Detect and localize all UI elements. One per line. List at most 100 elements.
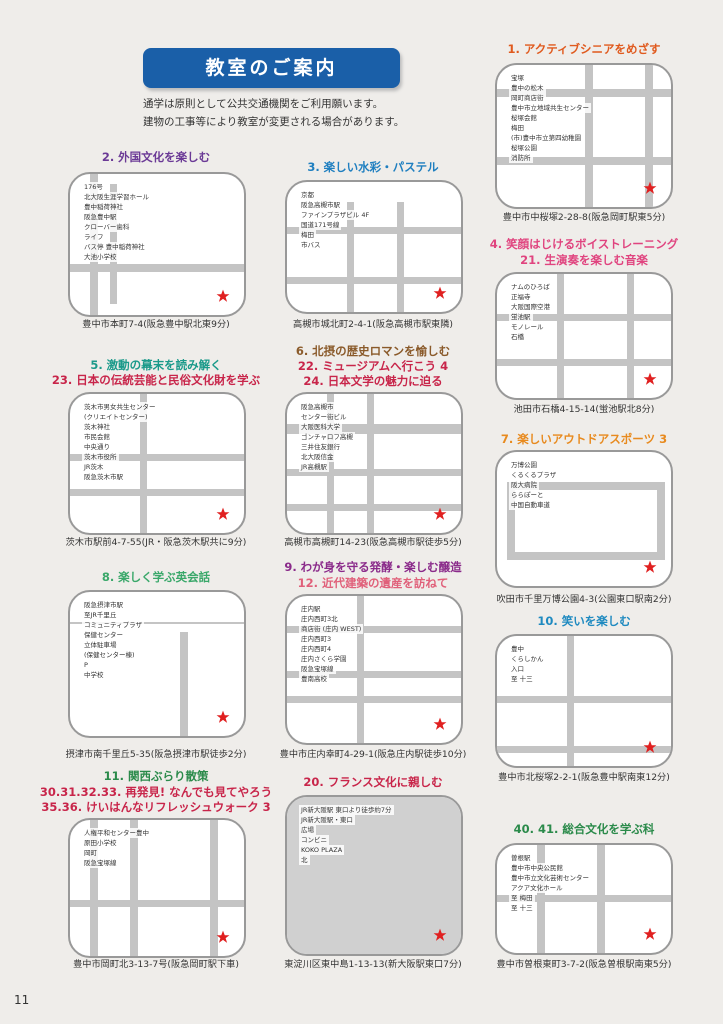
- map-road: [90, 820, 98, 956]
- map-label: JR新大阪駅 東口より徒歩約7分: [299, 805, 394, 815]
- location-star-icon: [643, 372, 657, 385]
- class-title: 9. わが身を守る発酵・楽しむ醸造: [284, 560, 462, 574]
- map-label: 176号: [82, 182, 105, 192]
- map-label: KOKO PLAZA: [299, 845, 345, 855]
- map-label: ららぽーと: [509, 490, 546, 500]
- map-road: [130, 820, 138, 956]
- map-label: モノレール: [509, 322, 546, 332]
- map-label: 正福寺: [509, 292, 533, 302]
- map-label: (クリエイトセンター): [82, 412, 150, 422]
- map-label: 庄内西町4: [299, 644, 334, 654]
- map-label: コミュニティプラザ: [82, 620, 145, 630]
- map-road: [180, 632, 188, 736]
- map-label: 豊中市中央公民館: [509, 863, 565, 873]
- map-label: 阪急豊中駅: [82, 212, 119, 222]
- location-map: 176号北大阪生涯学習ホール豊中稲荷神社阪急豊中駅クローバー歯科ライフバス停 豊…: [68, 172, 246, 317]
- map-label: 至 十三: [509, 674, 535, 684]
- map-road: [70, 900, 244, 907]
- map-labels: 阪急摂津市駅至JR千里丘コミュニティプラザ保健センター立体駐車場(保健センター棟…: [82, 600, 145, 680]
- map-label: 北大阪生涯学習ホール: [82, 192, 151, 202]
- location-star-icon: [433, 286, 447, 299]
- map-label: 大阪国際空港: [509, 302, 552, 312]
- class-title: 12. 近代建築の遺産を訪ねて: [297, 576, 449, 590]
- map-label: (市)豊中市立第四幼稚園: [509, 133, 584, 143]
- class-title: 2. 外国文化を楽しむ: [101, 150, 211, 164]
- map-label: くらしかん: [509, 654, 546, 664]
- class-address: 豊中市曽根東町3-7-2(阪急曽根駅南東5分): [496, 959, 672, 970]
- map-road: [627, 274, 634, 398]
- map-road: [70, 264, 244, 272]
- map-label: 宝塚: [509, 73, 526, 83]
- class-title: 11. 関西ぶらり散策: [103, 769, 209, 783]
- location-star-icon: [643, 560, 657, 573]
- location-map: 豊中くらしかん入口至 十三: [495, 634, 673, 768]
- map-label: JR新大阪駅・東口: [299, 815, 355, 825]
- map-label: 広場: [299, 825, 316, 835]
- map-label: コンビニ: [299, 835, 329, 845]
- map-road: [287, 277, 461, 284]
- map-label: 入口: [509, 664, 526, 674]
- map-road: [70, 622, 244, 624]
- map-label: 庄内西町3北: [299, 614, 340, 624]
- class-title: 10. 笑いを楽しむ: [537, 614, 631, 628]
- class-title: 5. 激動の幕末を読み解く: [90, 358, 222, 372]
- class-address: 豊中市北桜塚2-2-1(阪急豊中駅南東12分): [498, 772, 670, 783]
- map-label: ゴンチャロフ高槻: [299, 432, 355, 442]
- map-label: 中央通り: [82, 442, 112, 452]
- map-road: [497, 746, 671, 753]
- map-label: クローバー歯科: [82, 222, 132, 232]
- location-map: 宝塚豊中の松木岡町商店街豊中市立地域共生センター桜塚会館梅田(市)豊中市立第四幼…: [495, 63, 673, 209]
- map-road: [497, 157, 671, 165]
- map-label: 庄内さくら学園: [299, 654, 349, 664]
- class-title: 24. 日本文学の魅力に迫る: [303, 374, 443, 388]
- map-label: 中学校: [82, 670, 106, 680]
- map-label: 豊中の松木: [509, 83, 546, 93]
- map-label: 市バス: [299, 240, 323, 250]
- location-map: 阪急摂津市駅至JR千里丘コミュニティプラザ保健センター立体駐車場(保健センター棟…: [68, 590, 246, 738]
- class-address: 豊中市岡町北3-13-7号(阪急岡町駅下車): [73, 959, 239, 970]
- location-map: ナムのひろば正福寺大阪国際空港蛍池駅モノレール石橋: [495, 272, 673, 400]
- map-label: 至 梅田: [509, 893, 535, 903]
- map-label: 阪大病院: [509, 480, 539, 490]
- map-label: 梅田: [299, 230, 316, 240]
- map-label: 庄内西町3: [299, 634, 334, 644]
- map-road: [657, 482, 665, 560]
- map-label: 北: [299, 855, 310, 865]
- class-title: 1. アクティブシニアをめざす: [507, 42, 661, 56]
- map-label: 大池小学校: [82, 252, 119, 262]
- map-road: [507, 482, 515, 560]
- class-title: 40. 41. 総合文化を学ぶ科: [513, 822, 655, 836]
- map-road: [287, 671, 461, 678]
- map-road: [497, 895, 671, 902]
- map-label: 阪急高槻市: [299, 402, 336, 412]
- map-road: [287, 696, 461, 703]
- map-road: [210, 820, 218, 956]
- map-road: [645, 65, 653, 207]
- map-road: [567, 636, 574, 766]
- class-title: 7. 楽しいアウトドアスポーツ 3: [500, 432, 668, 446]
- map-road: [70, 489, 244, 496]
- map-label: 市民会館: [82, 432, 112, 442]
- class-address: 東淀川区東中島1-13-13(新大阪駅東口7分): [284, 959, 462, 970]
- map-label: JR高槻駅: [299, 462, 329, 472]
- class-title: 8. 楽しく学ぶ英会話: [101, 570, 211, 584]
- map-label: ファインプラザビル 4F: [299, 210, 372, 220]
- location-map: 万博公園くるくるプラザ阪大病院ららぽーと中国自動車道: [495, 450, 673, 588]
- map-label: 豊中市立地域共生センター: [509, 103, 591, 113]
- map-road: [287, 626, 461, 633]
- map-label: 岡町: [82, 848, 99, 858]
- map-label: 国道171号線: [299, 220, 342, 230]
- map-label: 商店街 (庄内 WEST): [299, 624, 364, 634]
- location-star-icon: [216, 930, 230, 943]
- class-address: 豊中市庄内幸町4-29-1(阪急庄内駅徒歩10分): [279, 749, 467, 760]
- map-label: くるくるプラザ: [509, 470, 559, 480]
- map-label: 北大阪信金: [299, 452, 336, 462]
